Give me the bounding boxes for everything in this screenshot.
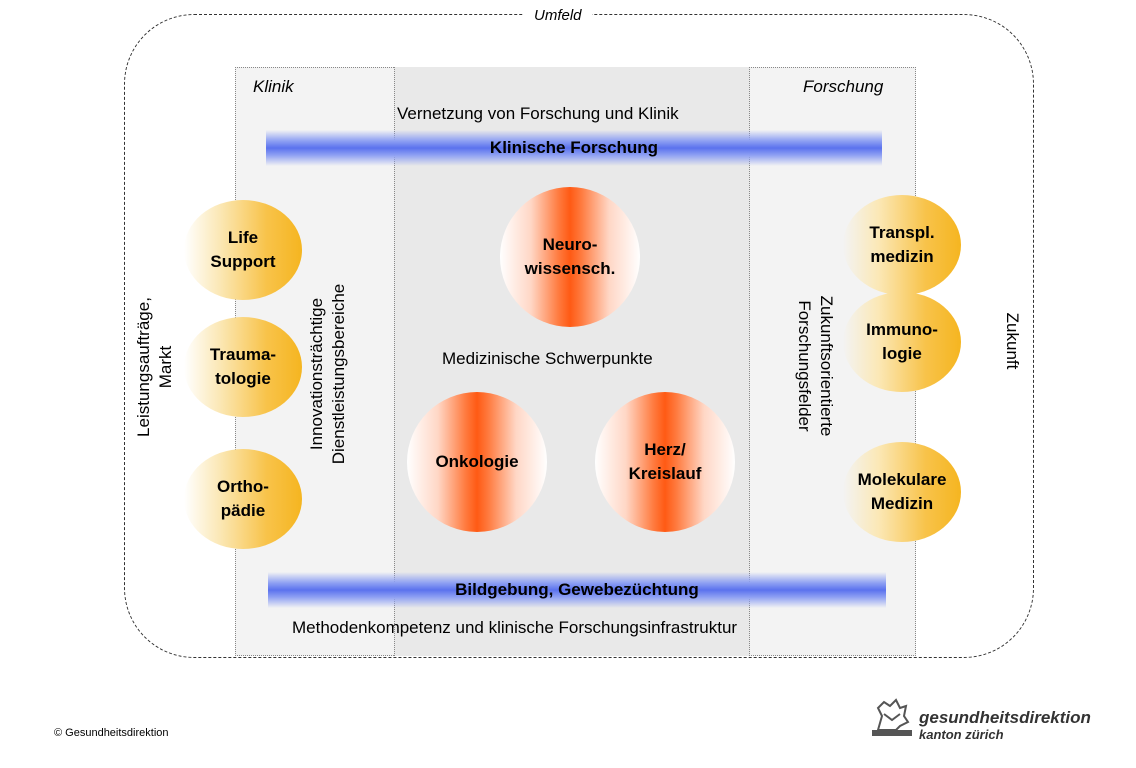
- immunologie-circle: Immuno-logie: [843, 292, 961, 392]
- vernetzung-text: Vernetzung von Forschung und Klinik: [397, 104, 679, 123]
- traumatologie-line1: Trauma-: [209, 345, 277, 365]
- molekulare-line1: Molekulare: [857, 470, 947, 490]
- herz-line1: Herz/: [644, 440, 686, 460]
- forschung-label: Forschung: [803, 77, 884, 96]
- copyright: © Gesundheitsdirektion: [54, 727, 169, 739]
- klinische-forschung-bar: Klinische Forschung: [266, 130, 882, 166]
- klinik-label: Klinik: [253, 77, 294, 96]
- orthopaedie-line2: pädie: [220, 501, 266, 520]
- schwerpunkte-text: Medizinische Schwerpunkte: [442, 349, 653, 368]
- orthopaedie-line1: Ortho-: [217, 477, 269, 497]
- zukunftsfelder-line2: Forschungsfelder: [795, 300, 814, 432]
- immunologie-line1: Immuno-: [866, 320, 938, 340]
- logo-title: gesundheitsdirektion: [919, 708, 1091, 727]
- klinische-forschung-label: Klinische Forschung: [489, 138, 659, 157]
- traumatologie-circle: Trauma-tologie: [184, 317, 302, 417]
- bildgebung-bar: Bildgebung, Gewebezüchtung: [268, 572, 886, 608]
- methoden-text: Methodenkompetenz und klinische Forschun…: [292, 618, 738, 637]
- transplantationsmedizin-circle: Transpl. medizin: [843, 195, 961, 295]
- orthopaedie-circle: Ortho-pädie: [184, 449, 302, 549]
- herz-kreislauf-circle: Herz/Kreislauf: [595, 392, 735, 532]
- life-support-line2: Support: [210, 252, 276, 271]
- zukunftsfelder-line1: Zukunftsorientierte: [817, 295, 836, 437]
- logo-icon: [870, 696, 914, 745]
- onkologie-line1: Onkologie: [435, 452, 519, 472]
- molekulare-line2: Medizin: [870, 494, 934, 513]
- herz-line2: Kreislauf: [628, 464, 702, 483]
- leistungsauftraege-text: Leistungsaufträge,Markt: [133, 297, 177, 437]
- traumatologie-line2: tologie: [215, 369, 271, 388]
- immunologie-line2: logie: [882, 344, 922, 363]
- logo-subtitle: kanton zürich: [919, 727, 1004, 742]
- transpl-line1: Transpl.: [869, 223, 935, 243]
- umfeld-label: Umfeld: [524, 7, 592, 24]
- bildgebung-label: Bildgebung, Gewebezüchtung: [455, 580, 699, 599]
- innov-line1: Innovationsträchtige: [307, 297, 326, 451]
- life-support-line1: Life: [227, 228, 259, 248]
- zukunft-text: Zukunft: [1003, 312, 1022, 370]
- transpl-line2: medizin: [870, 247, 934, 266]
- neurowissenschaften-circle: Neuro-wissensch.: [500, 187, 640, 327]
- neuro-line1: Neuro-: [542, 235, 598, 255]
- leistung-line1: Leistungsaufträge,: [134, 297, 153, 437]
- onkologie-circle: Onkologie: [407, 392, 547, 532]
- innov-line2: Dienstleistungsbereiche: [329, 283, 348, 465]
- leistung-line2: Markt: [156, 345, 175, 389]
- neuro-line2: wissensch.: [524, 259, 616, 278]
